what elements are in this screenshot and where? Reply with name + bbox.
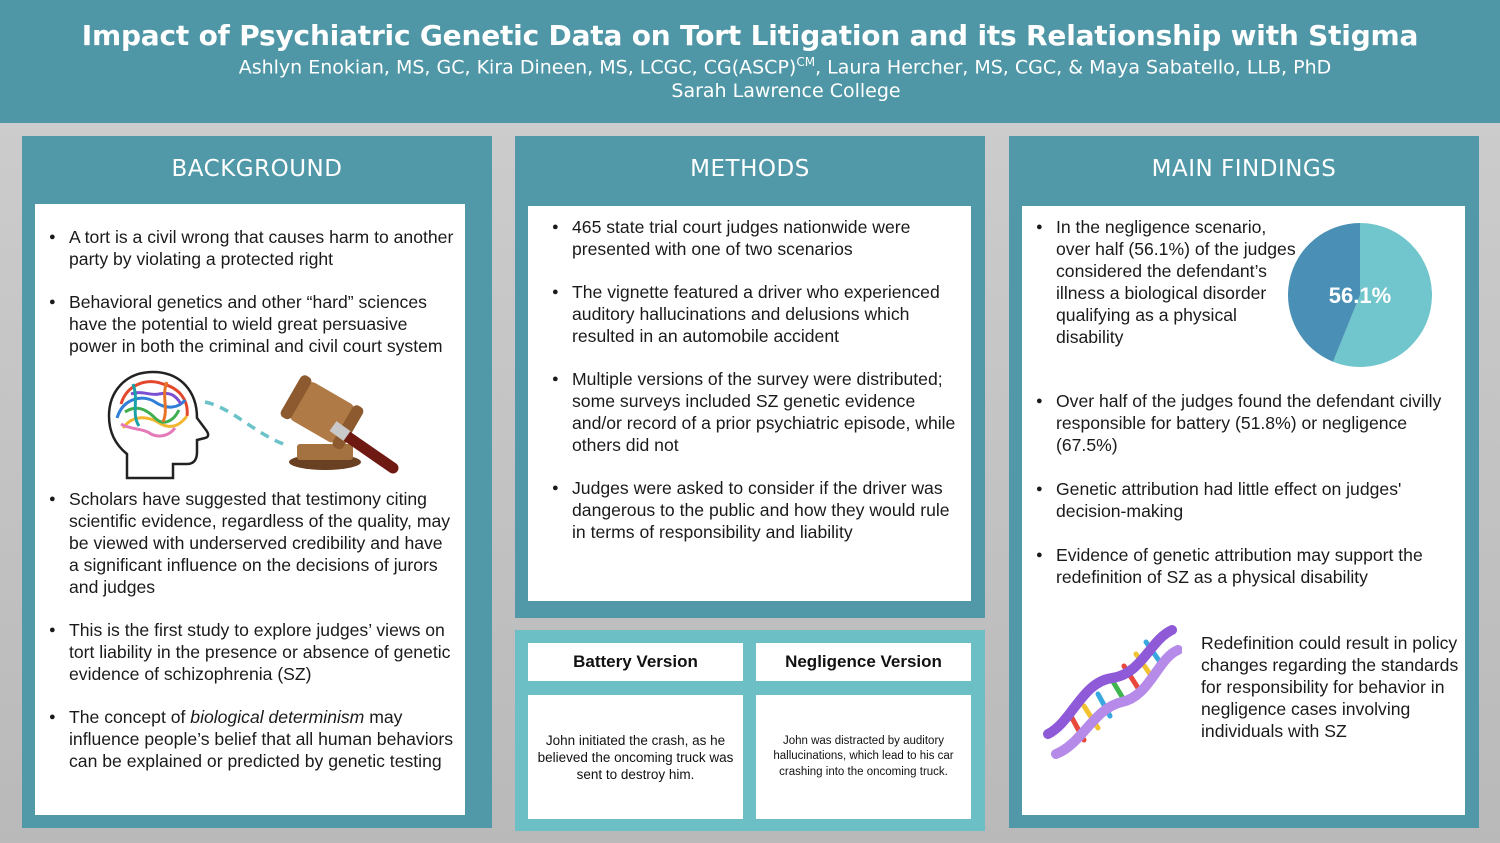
pie-slice-1 [1333, 223, 1432, 367]
methods-title: METHODS [690, 156, 810, 182]
methods-bullet-4: Judges were asked to consider if the dri… [538, 477, 968, 543]
poster-college: Sarah Lawrence College [671, 80, 901, 102]
dna-helix-icon [1043, 625, 1182, 759]
pie-chart: 56.1% [1288, 223, 1432, 367]
poster-header: Impact of Psychiatric Genetic Data on To… [0, 0, 1500, 123]
background-title: BACKGROUND [171, 156, 343, 182]
findings-bullet-3: Genetic attribution had little effect on… [1022, 478, 1452, 522]
findings-title: MAIN FINDINGS [1151, 156, 1337, 182]
authors-text-2: , Laura Hercher, MS, CGC, & Maya Sabatel… [815, 56, 1332, 79]
methods-card: 465 state trial court judges nationwide … [528, 206, 971, 601]
findings-bullet-2: Over half of the judges found the defend… [1022, 390, 1452, 456]
background-bullet-4: This is the first study to explore judge… [35, 619, 455, 685]
bullet5-em: biological determinism [190, 707, 365, 727]
negligence-version-cell: John was distracted by auditory hallucin… [756, 695, 971, 819]
methods-bullet-3: Multiple versions of the survey were dis… [538, 368, 968, 456]
methods-panel: METHODS 465 state trial court judges nat… [515, 136, 985, 618]
redefinition-text: Redefinition could result in policy chan… [1201, 633, 1459, 741]
battery-version-header: Battery Version [528, 643, 743, 681]
bullet5-pre: The concept of [69, 707, 191, 727]
pie-slice-2 [1288, 223, 1360, 362]
background-bullet-2: Behavioral genetics and other “hard” sci… [35, 291, 455, 357]
negligence-version-header: Negligence Version [756, 643, 971, 681]
battery-version-text: John initiated the crash, as he believed… [537, 732, 734, 782]
findings-bullet-1: In the negligence scenario, over half (5… [1022, 216, 1297, 348]
poster-title: Impact of Psychiatric Genetic Data on To… [81, 19, 1419, 52]
background-panel: BACKGROUND A tort is a civil wrong that … [22, 136, 492, 828]
authors-superscript: CM [796, 55, 816, 69]
versions-table: Battery Version Negligence Version John … [515, 630, 985, 831]
findings-panel: MAIN FINDINGS In the negligence scenario… [1009, 136, 1479, 828]
negligence-version-text: John was distracted by auditory hallucin… [773, 734, 954, 778]
background-bullet-5: The concept of biological determinism ma… [35, 706, 455, 772]
connector-line [204, 400, 290, 448]
pie-label: 56.1% [1329, 283, 1391, 308]
gavel-icon [280, 375, 399, 474]
authors-text-1: Ashlyn Enokian, MS, GC, Kira Dineen, MS,… [238, 56, 797, 79]
poster-authors: Ashlyn Enokian, MS, GC, Kira Dineen, MS,… [0, 55, 1500, 78]
bullet5-post: may influence people’s belief that all h… [69, 707, 454, 771]
brain-head-icon [107, 370, 210, 480]
methods-bullet-2: The vignette featured a driver who exper… [538, 281, 968, 347]
findings-bullet-4: Evidence of genetic attribution may supp… [1022, 544, 1452, 588]
background-bullet-3: Scholars have suggested that testimony c… [35, 488, 455, 598]
methods-bullet-1: 465 state trial court judges nationwide … [538, 216, 968, 260]
background-bullet-1: A tort is a civil wrong that causes harm… [35, 226, 455, 270]
battery-version-cell: John initiated the crash, as he believed… [528, 695, 743, 819]
findings-card: In the negligence scenario, over half (5… [1022, 206, 1465, 815]
background-card: A tort is a civil wrong that causes harm… [35, 204, 465, 815]
